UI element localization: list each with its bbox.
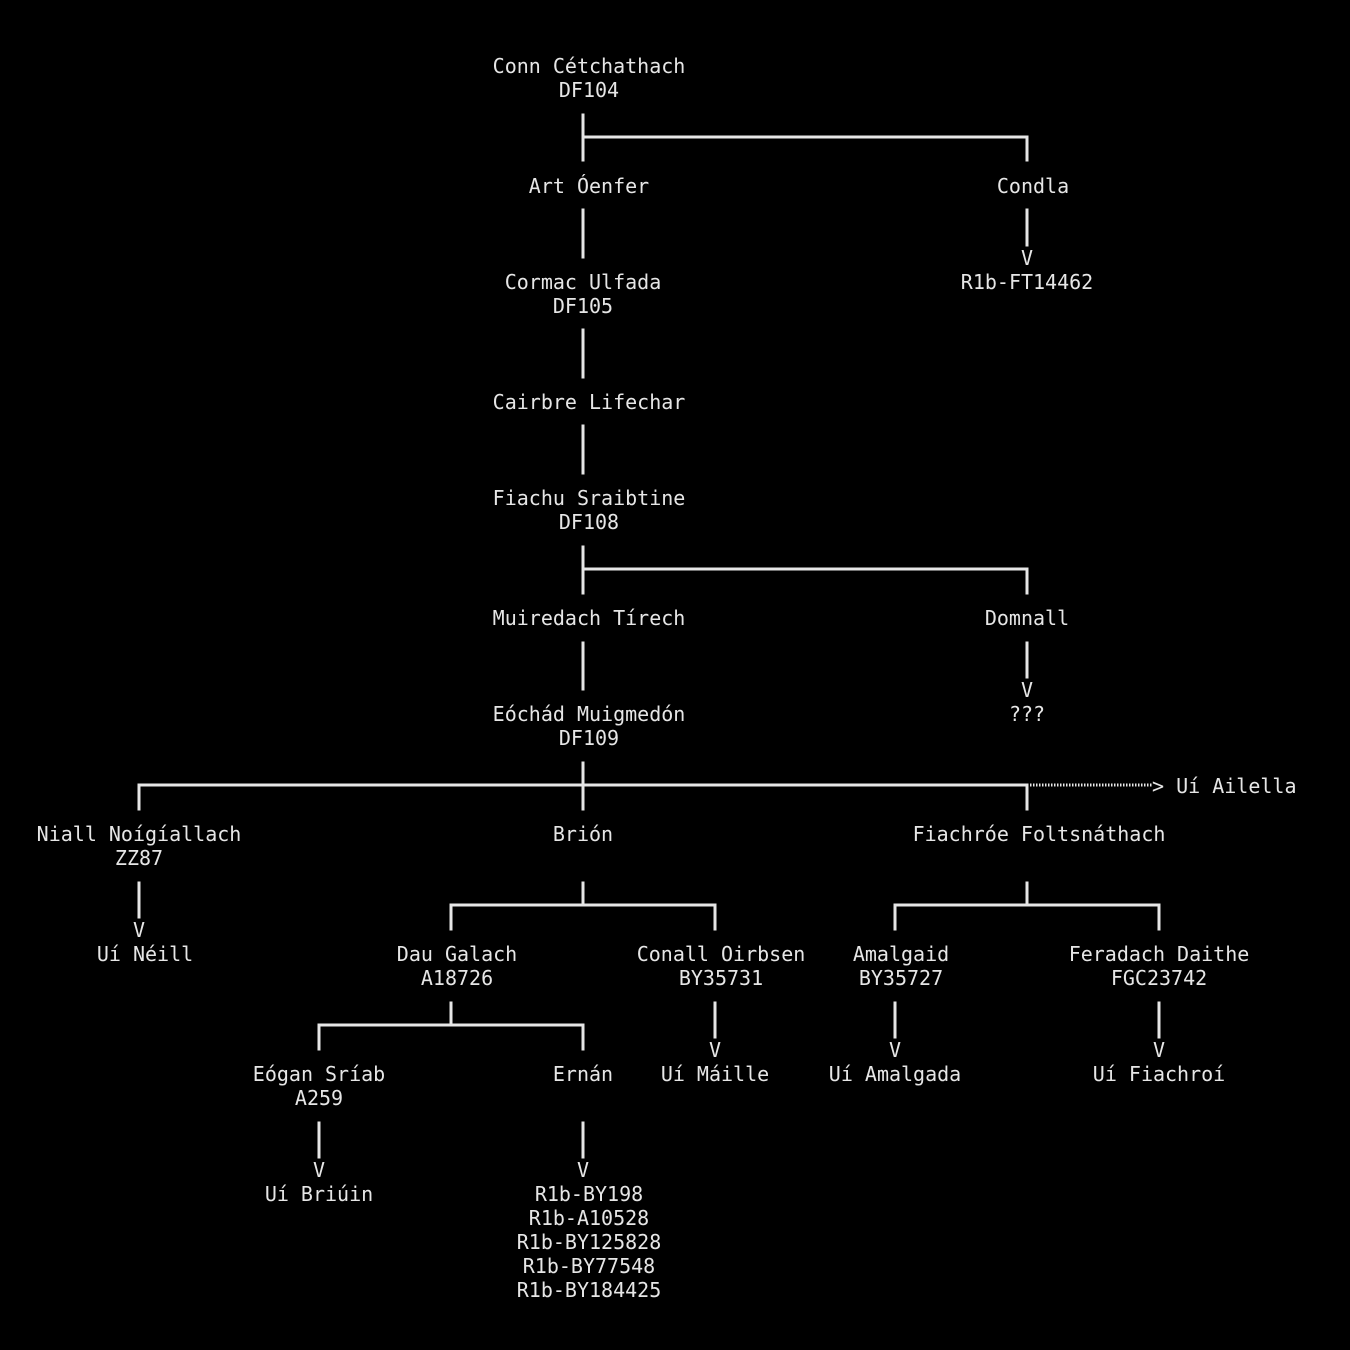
leaf-line: R1b-BY125828 bbox=[516, 1230, 662, 1254]
down-arrow-icon: V bbox=[1152, 1038, 1166, 1062]
node-snp: FGC23742 bbox=[1110, 966, 1208, 990]
node-snp: BY35731 bbox=[678, 966, 764, 990]
down-arrow-icon: V bbox=[576, 1158, 590, 1182]
node-domnall: Domnall bbox=[985, 606, 1069, 630]
node-muiredach: Muiredach Tírech bbox=[493, 606, 686, 630]
node-snp: DF104 bbox=[558, 78, 620, 102]
node-snp: A18726 bbox=[420, 966, 494, 990]
leaf-eogan: Uí Briúin bbox=[264, 1182, 374, 1206]
down-arrow-icon: V bbox=[1020, 678, 1034, 702]
down-arrow-icon: V bbox=[312, 1158, 326, 1182]
node-name: Brión bbox=[552, 822, 614, 846]
arrow-head-icon: > bbox=[1152, 774, 1177, 798]
leaf-conall: Uí Máille bbox=[660, 1062, 770, 1086]
node-name: Niall Noígíallach bbox=[36, 822, 242, 846]
node-name: Condla bbox=[996, 174, 1070, 198]
node-name: Domnall bbox=[984, 606, 1070, 630]
leaf-line: R1b-BY184425 bbox=[516, 1278, 662, 1302]
node-name: Fiachu Sraibtine bbox=[492, 486, 686, 510]
down-arrow-icon: V bbox=[708, 1038, 722, 1062]
node-name: Conall Oirbsen bbox=[636, 942, 806, 966]
node-name: Cormac Ulfada bbox=[504, 270, 662, 294]
node-snp: A259 bbox=[294, 1086, 344, 1110]
leaf-line: R1b-BY77548 bbox=[522, 1254, 656, 1278]
leaf-amalgaid: Uí Amalgada bbox=[828, 1062, 962, 1086]
node-name: Fiachróe Foltsnáthach bbox=[912, 822, 1166, 846]
ailella-label: > Uí Ailella bbox=[1152, 774, 1297, 798]
ailella-text: Uí Ailella bbox=[1176, 774, 1297, 798]
node-snp: ZZ87 bbox=[114, 846, 164, 870]
node-snp: BY35727 bbox=[858, 966, 944, 990]
node-name: Art Óenfer bbox=[528, 174, 650, 198]
node-fiachroe: Fiachróe Foltsnáthach bbox=[913, 822, 1166, 846]
node-snp: DF109 bbox=[558, 726, 620, 750]
leaf-niall: Uí Néill bbox=[96, 942, 194, 966]
down-arrow-icon: V bbox=[888, 1038, 902, 1062]
node-name: Eógan Sríab bbox=[252, 1062, 386, 1086]
leaf-line: R1b-A10528 bbox=[528, 1206, 650, 1230]
node-snp: DF108 bbox=[558, 510, 620, 534]
down-arrow-icon: V bbox=[1020, 246, 1034, 270]
node-art: Art Óenfer bbox=[529, 174, 649, 198]
leaf-domnall: ??? bbox=[1008, 702, 1046, 726]
leaf-feradach: Uí Fiachroí bbox=[1092, 1062, 1226, 1086]
leaf-condla: R1b-FT14462 bbox=[960, 270, 1094, 294]
node-condla: Condla bbox=[997, 174, 1069, 198]
node-snp: DF105 bbox=[552, 294, 614, 318]
node-name: Eóchád Muigmedón bbox=[492, 702, 686, 726]
leaf-line: R1b-BY198 bbox=[534, 1182, 644, 1206]
node-name: Dau Galach bbox=[396, 942, 518, 966]
node-name: Feradach Daithe bbox=[1068, 942, 1250, 966]
node-name: Muiredach Tírech bbox=[492, 606, 686, 630]
node-name: Cairbre Lifechar bbox=[492, 390, 686, 414]
node-brion: Brión bbox=[553, 822, 613, 846]
node-name: Amalgaid bbox=[852, 942, 950, 966]
node-ernan: Ernán bbox=[553, 1062, 613, 1086]
node-name: Conn Cétchathach bbox=[492, 54, 686, 78]
node-cairbre: Cairbre Lifechar bbox=[493, 390, 686, 414]
node-name: Ernán bbox=[552, 1062, 614, 1086]
down-arrow-icon: V bbox=[132, 918, 146, 942]
